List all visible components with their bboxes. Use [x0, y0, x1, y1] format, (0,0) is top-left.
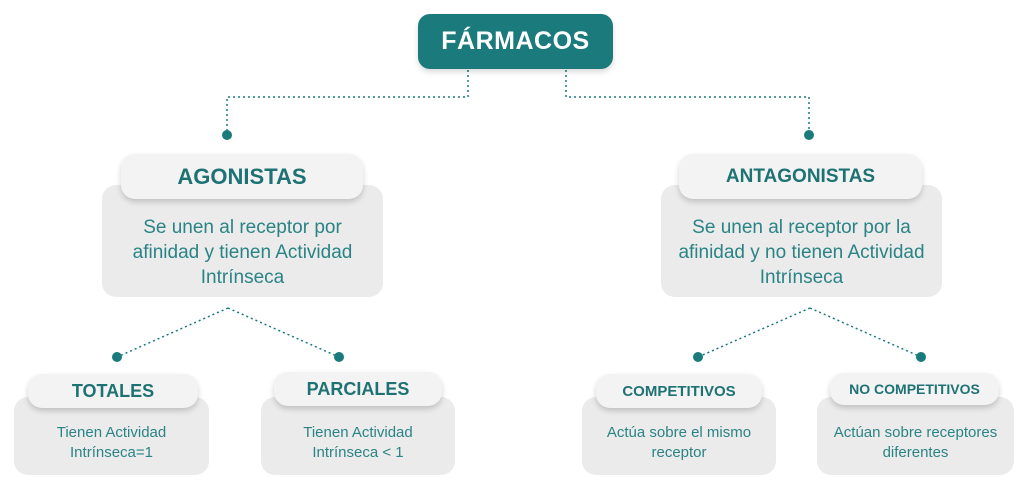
competitivos-description: Actúa sobre el mismo receptor [606, 424, 752, 461]
competitivos-title: COMPETITIVOS [622, 382, 736, 400]
totales-title-pill: TOTALES [28, 374, 198, 408]
agonistas-title: AGONISTAS [177, 163, 307, 189]
totales-description: Tienen Actividad Intrínseca=1 [56, 424, 167, 461]
agonistas-description: Se unen al receptor por afinidad y tiene… [132, 216, 353, 288]
connector-dot [804, 130, 814, 140]
antagonistas-description: Se unen al receptor por la afinidad y no… [678, 216, 925, 288]
antagonistas-description-card: Se unen al receptor por la afinidad y no… [661, 185, 942, 297]
totales-description-card: Tienen Actividad Intrínseca=1 [14, 397, 209, 475]
connector-dot [222, 130, 232, 140]
parciales-title: PARCIALES [306, 378, 410, 399]
parciales-description: Tienen Actividad Intrínseca < 1 [303, 424, 413, 461]
agonistas-title-pill: AGONISTAS [121, 154, 363, 199]
competitivos-description-card: Actúa sobre el mismo receptor [582, 397, 776, 475]
antagonistas-title: ANTAGONISTAS [725, 165, 876, 187]
parciales-title-pill: PARCIALES [274, 372, 442, 406]
root-node-label: FÁRMACOS [441, 27, 590, 55]
root-node-farmacos: FÁRMACOS [418, 14, 613, 69]
no-competitivos-title: NO COMPETITIVOS [849, 381, 980, 397]
antagonistas-title-pill: ANTAGONISTAS [679, 154, 922, 199]
connector-dot [916, 352, 926, 362]
no-competitivos-description-card: Actúan sobre receptores diferentes [817, 397, 1014, 475]
competitivos-title-pill: COMPETITIVOS [596, 374, 762, 408]
agonistas-description-card: Se unen al receptor por afinidad y tiene… [102, 185, 383, 297]
parciales-description-card: Tienen Actividad Intrínseca < 1 [261, 397, 455, 475]
connector-dot [693, 352, 703, 362]
no-competitivos-description: Actúan sobre receptores diferentes [833, 424, 998, 461]
no-competitivos-title-pill: NO COMPETITIVOS [830, 373, 999, 405]
totales-title: TOTALES [71, 380, 155, 401]
connector-dot [334, 352, 344, 362]
connector-dot [112, 352, 122, 362]
